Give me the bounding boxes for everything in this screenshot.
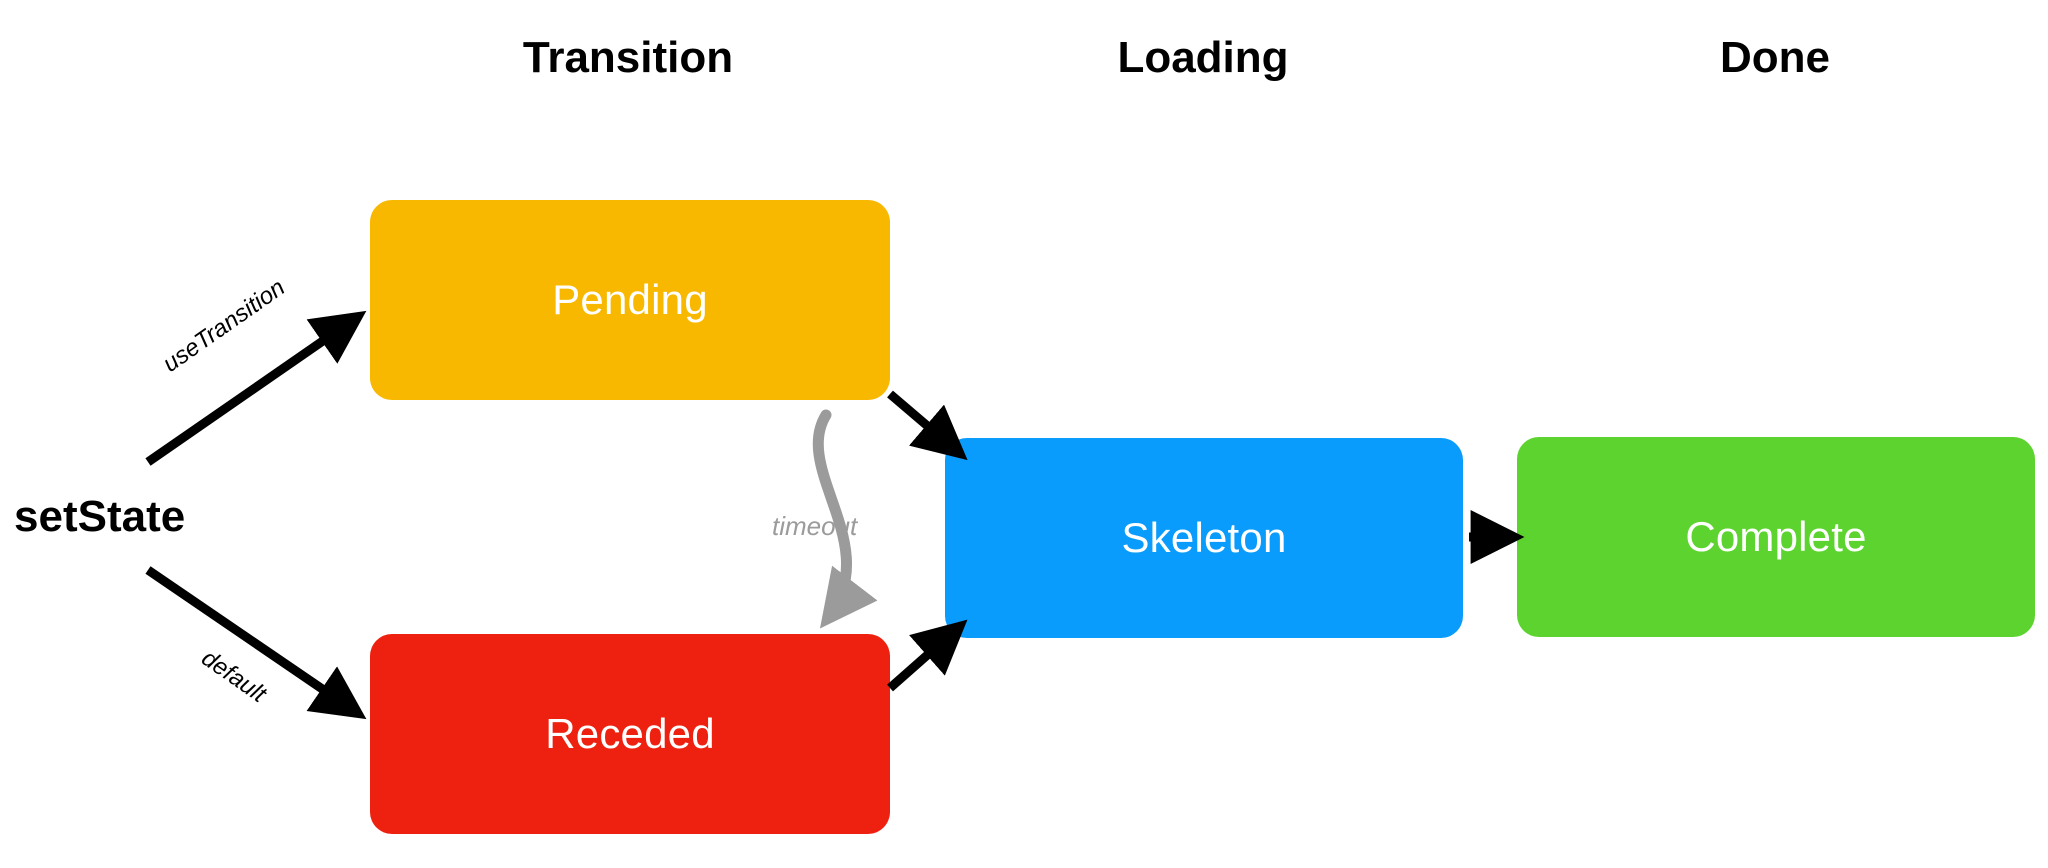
edge-label-usetransition: useTransition: [157, 273, 291, 378]
state-box-skeleton[interactable]: Skeleton: [945, 438, 1463, 638]
state-label-complete: Complete: [1685, 513, 1867, 560]
state-label-skeleton: Skeleton: [1121, 514, 1287, 561]
state-label-pending: Pending: [552, 276, 708, 323]
origin-label-setstate: setState: [14, 492, 186, 541]
column-header-loading: Loading: [1117, 33, 1289, 82]
arrow-receded-to-skeleton: [887, 619, 968, 692]
state-box-pending[interactable]: Pending: [370, 200, 890, 400]
column-header-transition: Transition: [522, 33, 734, 82]
state-label-receded: Receded: [545, 710, 715, 757]
state-box-complete[interactable]: Complete: [1517, 437, 2035, 637]
state-box-receded[interactable]: Receded: [370, 634, 890, 834]
arrow-pending-to-skeleton: [887, 390, 968, 461]
edge-label-timeout: timeout: [772, 511, 858, 541]
edge-label-default: default: [196, 644, 272, 708]
column-header-done: Done: [1720, 33, 1830, 82]
